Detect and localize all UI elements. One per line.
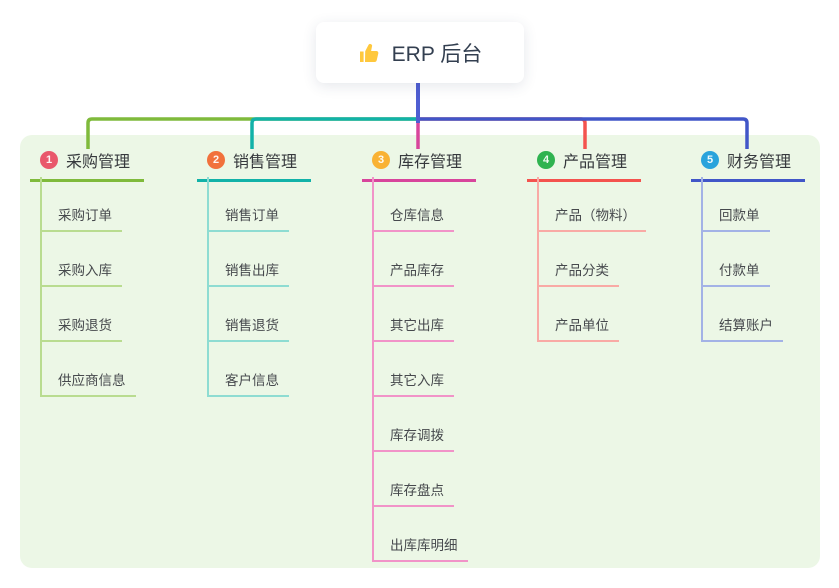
child-node[interactable]: 回款单 — [701, 208, 770, 232]
branch-child-connector — [537, 177, 539, 340]
branch-number-badge: 3 — [372, 151, 390, 169]
root-node[interactable]: ERP 后台 — [316, 22, 524, 83]
child-node[interactable]: 产品分类 — [537, 263, 619, 287]
branch-number-badge: 2 — [207, 151, 225, 169]
branch-label: 财务管理 — [727, 154, 792, 171]
child-node[interactable]: 付款单 — [701, 263, 770, 287]
child-node[interactable]: 库存盘点 — [372, 483, 454, 507]
branch-label: 销售管理 — [233, 154, 298, 171]
branch-number-badge: 1 — [40, 151, 58, 169]
branch-label: 库存管理 — [398, 154, 463, 171]
branch-库存管理: 3 库存管理仓库信息产品库存其它出库其它入库库存调拨库存盘点出库库明细 — [362, 144, 477, 562]
branch-title[interactable]: 4 产品管理 — [527, 144, 642, 182]
child-node[interactable]: 销售出库 — [207, 263, 289, 287]
branch-number-badge: 4 — [537, 151, 555, 169]
child-node[interactable]: 采购入库 — [40, 263, 122, 287]
branch-child-connector — [701, 177, 703, 340]
child-node[interactable]: 客户信息 — [207, 373, 289, 397]
child-node[interactable]: 产品库存 — [372, 263, 454, 287]
child-node[interactable]: 仓库信息 — [372, 208, 454, 232]
child-node[interactable]: 出库库明细 — [372, 538, 468, 562]
child-node[interactable]: 产品（物料） — [537, 208, 646, 232]
branches-panel — [20, 135, 820, 568]
child-node[interactable]: 供应商信息 — [40, 373, 136, 397]
child-node[interactable]: 库存调拨 — [372, 428, 454, 452]
branch-财务管理: 5 财务管理回款单付款单结算账户 — [691, 144, 806, 342]
child-node[interactable]: 其它入库 — [372, 373, 454, 397]
child-node[interactable]: 结算账户 — [701, 318, 783, 342]
child-node[interactable]: 销售退货 — [207, 318, 289, 342]
branch-child-connector — [372, 177, 374, 560]
branch-title[interactable]: 1 采购管理 — [30, 144, 145, 182]
branch-title[interactable]: 3 库存管理 — [362, 144, 477, 182]
child-node[interactable]: 采购退货 — [40, 318, 122, 342]
thumbs-up-icon — [358, 41, 382, 65]
branch-采购管理: 1 采购管理采购订单采购入库采购退货供应商信息 — [30, 144, 145, 397]
child-node[interactable]: 其它出库 — [372, 318, 454, 342]
branch-label: 采购管理 — [66, 154, 131, 171]
branch-产品管理: 4 产品管理产品（物料） 产品分类产品单位 — [527, 144, 646, 342]
branch-number-badge: 5 — [701, 151, 719, 169]
child-node[interactable]: 产品单位 — [537, 318, 619, 342]
root-label: ERP 后台 — [391, 42, 483, 66]
branch-label: 产品管理 — [563, 154, 628, 171]
child-node[interactable]: 销售订单 — [207, 208, 289, 232]
child-node[interactable]: 采购订单 — [40, 208, 122, 232]
branch-title[interactable]: 5 财务管理 — [691, 144, 806, 182]
branch-title[interactable]: 2 销售管理 — [197, 144, 312, 182]
branch-销售管理: 2 销售管理销售订单销售出库销售退货客户信息 — [197, 144, 312, 397]
